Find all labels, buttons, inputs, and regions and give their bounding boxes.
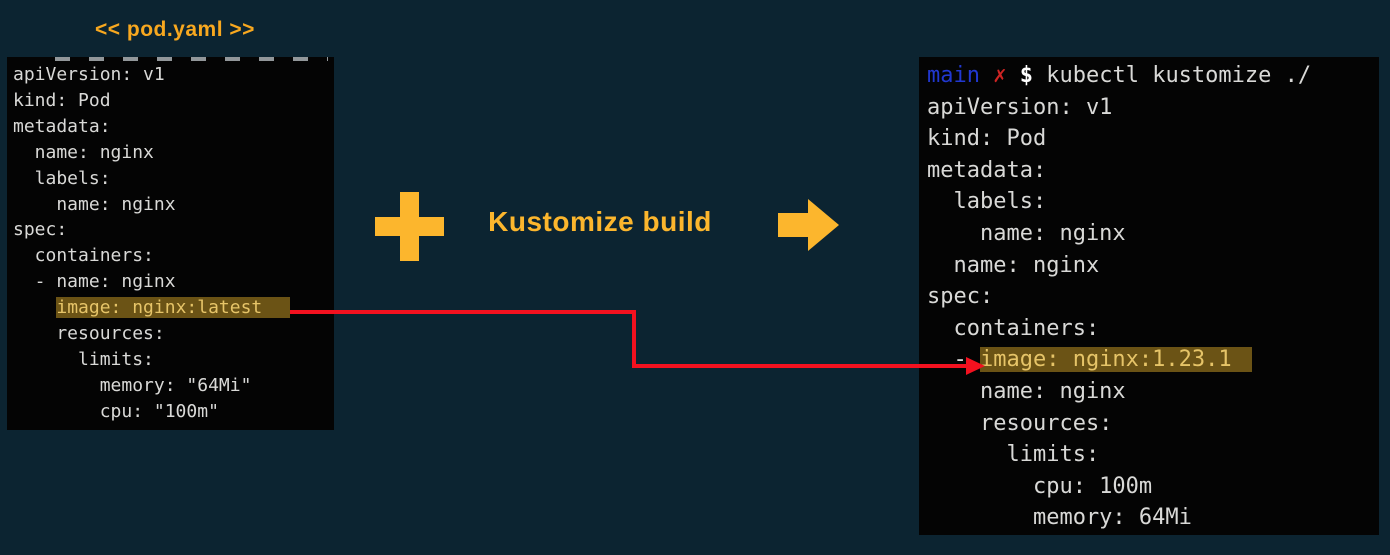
code-line: name: nginx	[927, 378, 1126, 404]
code-line: containers:	[13, 245, 154, 267]
highlight-image-latest: image: nginx:latest	[56, 297, 291, 319]
code-line: memory: 64Mi	[927, 505, 1192, 531]
code-line: kind: Pod	[13, 89, 111, 111]
code-line: limits:	[927, 442, 1100, 468]
git-branch-label: main	[927, 63, 994, 88]
code-line: name: nginx	[927, 220, 1126, 246]
code-line: cpu: "100m"	[13, 400, 219, 422]
code-line: limits:	[13, 348, 154, 370]
code-line: memory: "64Mi"	[13, 374, 252, 396]
code-line: name: nginx	[13, 141, 154, 163]
code-line-highlighted: image: nginx:latest	[13, 295, 334, 321]
code-line: spec:	[927, 284, 994, 310]
code-line: apiVersion: v1	[927, 94, 1113, 120]
code-line: labels:	[13, 167, 111, 189]
code-line-highlighted: - image: nginx:1.23.1	[927, 344, 1379, 376]
kustomize-output-code: main ✗ $ kubectl kustomize ./ apiVersion…	[919, 57, 1379, 534]
code-line: resources:	[13, 323, 165, 345]
code-line: spec:	[13, 219, 68, 241]
plus-icon	[375, 217, 444, 236]
arrow-right-icon	[778, 213, 808, 237]
highlight-image-pinned: image: nginx:1.23.1	[979, 347, 1252, 373]
kustomize-build-label: Kustomize build	[488, 206, 712, 237]
clipped-text-artifact	[55, 57, 328, 61]
code-line: labels:	[927, 189, 1047, 215]
code-line: resources:	[927, 410, 1113, 436]
red-connector-segment	[290, 310, 636, 314]
code-line: apiVersion: v1	[13, 64, 165, 85]
shell-prompt-line: main ✗ $ kubectl kustomize ./	[927, 60, 1379, 92]
shell-command: kubectl kustomize ./	[1046, 63, 1312, 88]
code-line: containers:	[927, 315, 1100, 341]
dollar-prompt: $	[1019, 63, 1047, 88]
code-line: name: nginx	[927, 252, 1100, 278]
code-line: name: nginx	[13, 193, 176, 215]
pod-yaml-label: << pod.yaml >>	[95, 18, 255, 41]
pod-yaml-terminal: apiVersion: v1 kind: Pod metadata: name:…	[7, 57, 334, 430]
code-line: kind: Pod	[927, 126, 1047, 152]
code-line: - name: nginx	[13, 271, 176, 293]
arrow-right-icon	[808, 199, 839, 251]
highlight-indent	[13, 297, 56, 318]
red-connector-segment	[632, 310, 636, 368]
red-connector-segment	[632, 364, 966, 368]
pod-yaml-code: apiVersion: v1 kind: Pod metadata: name:…	[7, 57, 334, 425]
code-line: metadata:	[927, 157, 1047, 183]
kubectl-output-terminal: main ✗ $ kubectl kustomize ./ apiVersion…	[919, 57, 1379, 535]
code-line: metadata:	[13, 115, 111, 137]
git-status-x-icon: ✗	[993, 63, 1020, 88]
red-arrow-head-icon	[966, 357, 985, 375]
code-line: cpu: 100m	[927, 473, 1153, 499]
